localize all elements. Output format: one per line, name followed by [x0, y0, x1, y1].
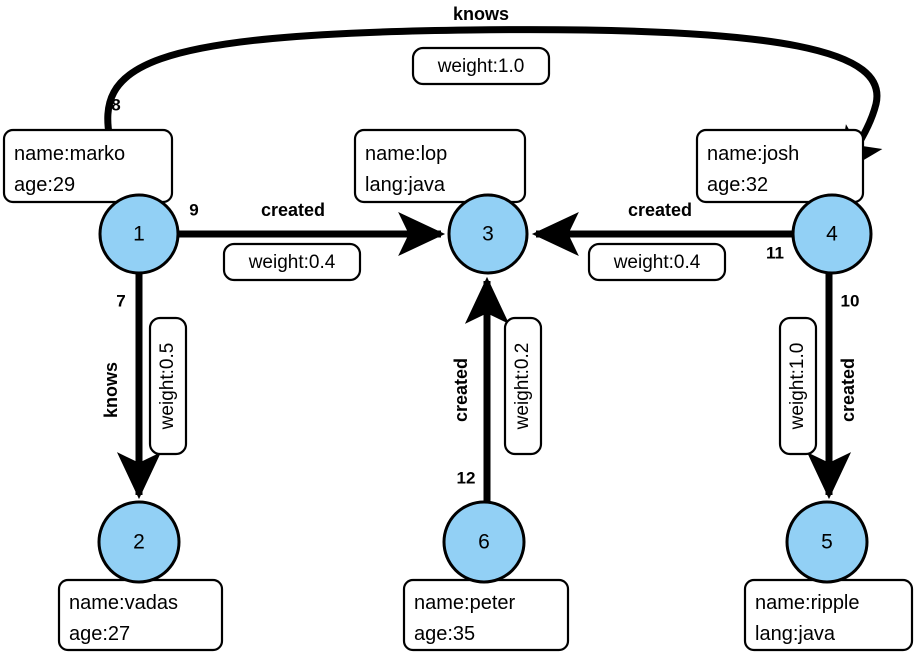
node-id-label: 1 — [133, 223, 145, 246]
edge-name-label-10: created — [838, 358, 858, 422]
node-2[interactable]: 2 — [97, 500, 181, 584]
edge-name-label-8: knows — [453, 4, 509, 24]
edge-id-label-10: 10 — [841, 291, 860, 310]
edge-weight-12: weight:0.2 — [503, 316, 543, 456]
property-line: name:lop — [365, 143, 447, 165]
edge-weight-11: weight:0.4 — [587, 242, 727, 282]
edge-8-line[interactable] — [104, 26, 883, 176]
edge-id-label-9: 9 — [189, 200, 198, 219]
edge-id-label-8: 8 — [111, 95, 120, 114]
edge-id-label-11: 11 — [766, 243, 784, 262]
edge-8[interactable] — [104, 26, 883, 176]
node-circle[interactable] — [447, 193, 529, 275]
node-5[interactable]: 5 — [785, 500, 869, 584]
node-6[interactable]: 6 — [442, 500, 526, 584]
property-box-rect — [353, 128, 527, 204]
property-line: name:ripple — [755, 592, 860, 614]
edge-name-label-11: created — [628, 200, 692, 220]
edge-weight-label: weight:0.4 — [613, 252, 701, 273]
edge-weight-10: weight:1.0 — [778, 316, 818, 456]
edge-weight-8: weight:1.0 — [411, 46, 551, 86]
node-1[interactable]: 1 — [98, 193, 180, 275]
property-line: age:27 — [69, 623, 130, 645]
edges-layer — [104, 26, 883, 502]
edge-id-label-12: 12 — [457, 468, 476, 487]
node-circle[interactable] — [98, 193, 180, 275]
property-box-node-2: name:vadas age:27 — [57, 578, 224, 652]
edge-weight-box — [778, 316, 818, 456]
edge-weight-label: weight:0.5 — [157, 343, 178, 431]
node-4[interactable]: 4 — [791, 193, 873, 275]
property-line: age:32 — [707, 174, 768, 196]
node-circle[interactable] — [791, 193, 873, 275]
node-id-label: 2 — [133, 531, 145, 554]
edge-weight-9: weight:0.4 — [222, 242, 362, 282]
node-circle[interactable] — [97, 500, 181, 584]
edge-name-label-9: created — [261, 200, 325, 220]
edge-weight-box — [411, 46, 551, 86]
property-line: age:35 — [414, 623, 475, 645]
node-id-label: 5 — [821, 531, 833, 554]
property-line: age:29 — [14, 174, 75, 196]
property-box-rect — [2, 128, 174, 204]
property-box-node-5: name:ripple lang:java — [743, 578, 914, 652]
node-circle[interactable] — [785, 500, 869, 584]
property-line: name:peter — [414, 592, 516, 614]
node-id-label: 3 — [482, 223, 494, 246]
property-line: lang:java — [755, 623, 836, 645]
property-box-node-4: name:josh age:32 — [695, 128, 865, 204]
edge-weight-7: weight:0.5 — [148, 316, 188, 456]
node-id-label: 6 — [478, 531, 490, 554]
edge-name-label-12: created — [451, 358, 471, 422]
edge-weight-box — [587, 242, 727, 282]
property-line: name:josh — [707, 143, 799, 165]
property-box-node-1: name:marko age:29 — [2, 128, 174, 204]
edge-weight-label: weight:1.0 — [787, 343, 808, 431]
node-id-label: 4 — [826, 223, 838, 246]
property-box-node-3: name:lop lang:java — [353, 128, 527, 204]
property-boxes-layer: name:marko age:29 name:lop lang:java nam… — [2, 128, 914, 652]
edge-labels-layer: knows weight:1.0 8 created weight:0.4 9 … — [100, 3, 860, 487]
edge-id-label-7: 7 — [116, 291, 125, 310]
edge-weight-label: weight:0.4 — [248, 252, 336, 273]
property-box-rect — [695, 128, 865, 204]
edge-name-label-7: knows — [101, 362, 121, 418]
property-box-node-6: name:peter age:35 — [402, 578, 570, 652]
edge-weight-label: weight:0.2 — [512, 343, 533, 431]
nodes-layer: 1 2 3 4 5 6 — [97, 193, 873, 584]
edge-weight-box — [148, 316, 188, 456]
edge-weight-box — [222, 242, 362, 282]
edge-weight-label: weight:1.0 — [437, 56, 525, 77]
property-line: lang:java — [365, 174, 446, 196]
node-circle[interactable] — [442, 500, 526, 584]
property-line: name:marko — [14, 143, 125, 165]
node-3[interactable]: 3 — [447, 193, 529, 275]
edge-weight-box — [503, 316, 543, 456]
property-line: name:vadas — [69, 592, 178, 614]
